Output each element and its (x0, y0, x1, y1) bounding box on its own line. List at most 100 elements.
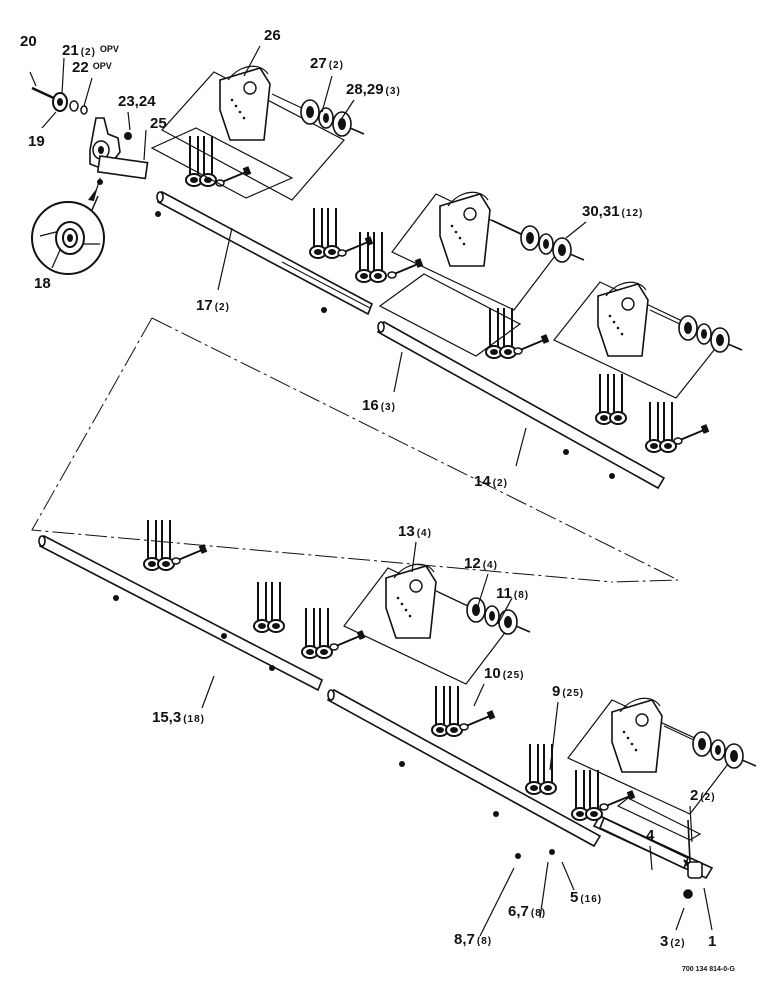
callout-number: 16 (362, 397, 379, 414)
callout-number: 27 (310, 55, 327, 72)
callout-option-tag: OPV (92, 61, 112, 71)
callout-23-24: 23,24 (118, 94, 156, 109)
callout-number: 9 (552, 683, 561, 700)
cam-assembly-upper (161, 65, 365, 201)
callout-quantity: (25) (562, 688, 585, 699)
callout-28-29: 28,29(3) (346, 82, 401, 97)
callout-3: 3(2) (660, 934, 686, 949)
callout-2: 2(2) (690, 788, 716, 803)
callout-9: 9(25) (552, 684, 584, 699)
callout-quantity: (2) (80, 47, 96, 58)
leader-lines (29, 45, 713, 937)
section-outlines (150, 127, 702, 841)
callout-number: 23,24 (118, 93, 156, 110)
tine-spring (431, 685, 463, 737)
bolt (673, 423, 711, 445)
callout-15-3: 15,3(18) (152, 710, 205, 725)
callout-quantity: (8) (530, 908, 547, 919)
callout-1: 1 (708, 934, 716, 949)
callout-number: 4 (646, 827, 655, 844)
callout-number: 25 (150, 115, 167, 132)
tine-spring (143, 519, 175, 571)
callout-26: 26 (264, 28, 281, 43)
callout-number: 2 (690, 787, 699, 804)
cam-assembly-bottom (567, 697, 757, 815)
callout-number: 30,31 (582, 203, 620, 220)
tine-spring (485, 307, 517, 359)
callout-number: 3 (660, 933, 669, 950)
callout-number: 19 (28, 133, 45, 150)
callout-13: 13(4) (398, 524, 432, 539)
bolt (599, 789, 637, 811)
callout-18: 18 (34, 276, 51, 291)
hardware-pins (113, 211, 615, 859)
callout-number: 21 (62, 42, 79, 59)
callout-quantity: (3) (380, 402, 396, 413)
document-number: 700 134 814-0-G (682, 966, 735, 973)
tine-spring (309, 207, 341, 259)
callout-6-7: 6,7(8) (508, 904, 546, 919)
callout-number: 1 (708, 933, 717, 950)
callout-number: 13 (398, 523, 415, 540)
callout-quantity: (4) (416, 528, 432, 539)
callout-10: 10(25) (484, 666, 524, 681)
callout-option-tag: OPV (99, 44, 119, 54)
callout-4: 4 (646, 828, 654, 843)
bearing-assembly (31, 86, 149, 201)
bolt (513, 333, 551, 355)
cam-assembly-right (553, 281, 743, 399)
bolt (459, 709, 497, 731)
callout-quantity: (12) (621, 208, 644, 219)
callout-quantity: (16) (580, 894, 603, 905)
callout-number: 10 (484, 665, 501, 682)
callout-number: 6,7 (508, 903, 529, 920)
callout-quantity: (18) (183, 714, 205, 725)
callout-number: 20 (20, 33, 37, 50)
callout-number: 12 (464, 555, 481, 572)
tine-spring (525, 743, 557, 795)
cam-assembly-mid (391, 191, 585, 311)
callout-number: 18 (34, 275, 51, 292)
callout-number: 5 (570, 889, 579, 906)
tine-spring (595, 373, 627, 425)
callout-17: 17(2) (196, 298, 230, 313)
callout-number: 14 (474, 473, 491, 490)
callout-30-31: 30,31(12) (582, 204, 643, 219)
callout-quantity: (2) (492, 478, 508, 489)
callout-quantity: (25) (502, 670, 525, 681)
tine-spring (253, 581, 285, 633)
callout-quantity: (2) (328, 60, 344, 71)
callout-12: 12(4) (464, 556, 498, 571)
callout-number: 15,3 (152, 709, 182, 726)
callout-number: 26 (264, 27, 281, 44)
callout-quantity: (8) (513, 590, 530, 601)
shaft-end (598, 816, 703, 899)
tine-spring (645, 401, 677, 453)
callout-27: 27(2) (310, 56, 344, 71)
callout-number: 22 (72, 59, 89, 76)
tine-spring (571, 769, 603, 821)
callout-14: 14(2) (474, 474, 508, 489)
bolt (171, 543, 209, 565)
tine-bars (38, 190, 714, 880)
callout-21: 21(2)OPV (62, 43, 119, 58)
cam-assembly-lower (343, 563, 531, 685)
callout-11: 11(8) (496, 586, 529, 601)
tine-spring (301, 607, 333, 659)
callout-8-7: 8,7(8) (454, 932, 492, 947)
bearing-inset-circle (31, 195, 105, 275)
callout-number: 28,29 (346, 81, 384, 98)
bolt (387, 257, 425, 279)
callout-16: 16(3) (362, 398, 396, 413)
callout-19: 19 (28, 134, 45, 149)
callout-quantity: (4) (482, 560, 498, 571)
callout-quantity: (2) (700, 792, 716, 803)
callout-quantity: (8) (476, 936, 493, 947)
tine-spring (185, 135, 217, 187)
callout-25: 25 (150, 116, 167, 131)
callout-quantity: (3) (385, 86, 401, 97)
callout-number: 8,7 (454, 931, 475, 948)
callout-number: 11 (496, 585, 512, 602)
